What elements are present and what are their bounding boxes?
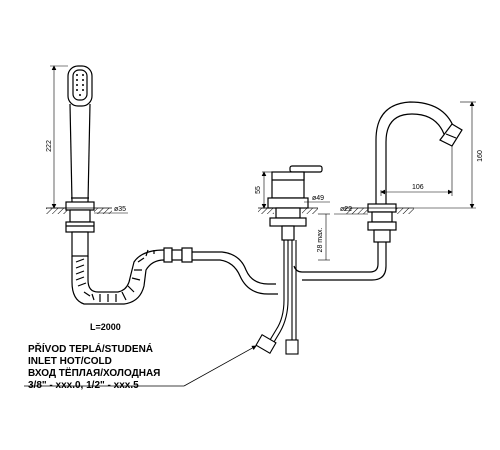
note-line-english: INLET HOT/COLD xyxy=(28,356,112,367)
note-line-russian: ВХОД ТЁПЛАЯ/ХОЛОДНАЯ xyxy=(28,366,160,379)
deck-hatch-shower-right xyxy=(94,208,112,214)
shower-head-nozzles-icon xyxy=(76,74,84,96)
flexible-hose xyxy=(71,247,278,305)
note-line-czech: PŘÍVOD TEPLÁ/STUDENÁ xyxy=(28,342,153,355)
note-line-thread-sizes: 3/8" - xxx.0, 1/2" - xxx.5 xyxy=(28,380,139,391)
inlet-leader-line xyxy=(24,345,257,387)
shower-base-dia-label: ø35 xyxy=(114,206,126,213)
deck-hatch-mixer-right xyxy=(302,208,318,214)
mixer-height-label: 55 xyxy=(255,186,262,194)
spout xyxy=(293,101,463,281)
spout-hole-label: ø22 xyxy=(340,206,352,213)
mixer-dia-label: ø49 xyxy=(312,195,324,202)
hose-length-label: L=2000 xyxy=(90,322,121,332)
inlet-note: PŘÍVOD TEPLÁ/STUDENÁ INLET HOT/COLD ВХОД… xyxy=(28,342,160,391)
mixer-supply-tubes xyxy=(255,240,299,355)
deck-hatch-spout-left xyxy=(344,208,368,214)
spout-height-label: 160 xyxy=(477,150,484,162)
hand-shower xyxy=(65,65,95,257)
spout-reach-label: 106 xyxy=(412,184,424,191)
mixer-body xyxy=(267,165,323,241)
deck-hatch-spout-right xyxy=(396,208,414,214)
deck-hatch-mixer-left xyxy=(258,208,274,214)
mixer-hole-label: 28 max. xyxy=(317,227,324,252)
dimension-shower-height xyxy=(50,65,68,209)
deck-hatch-shower xyxy=(46,208,68,214)
shower-height-label: 222 xyxy=(46,140,53,152)
